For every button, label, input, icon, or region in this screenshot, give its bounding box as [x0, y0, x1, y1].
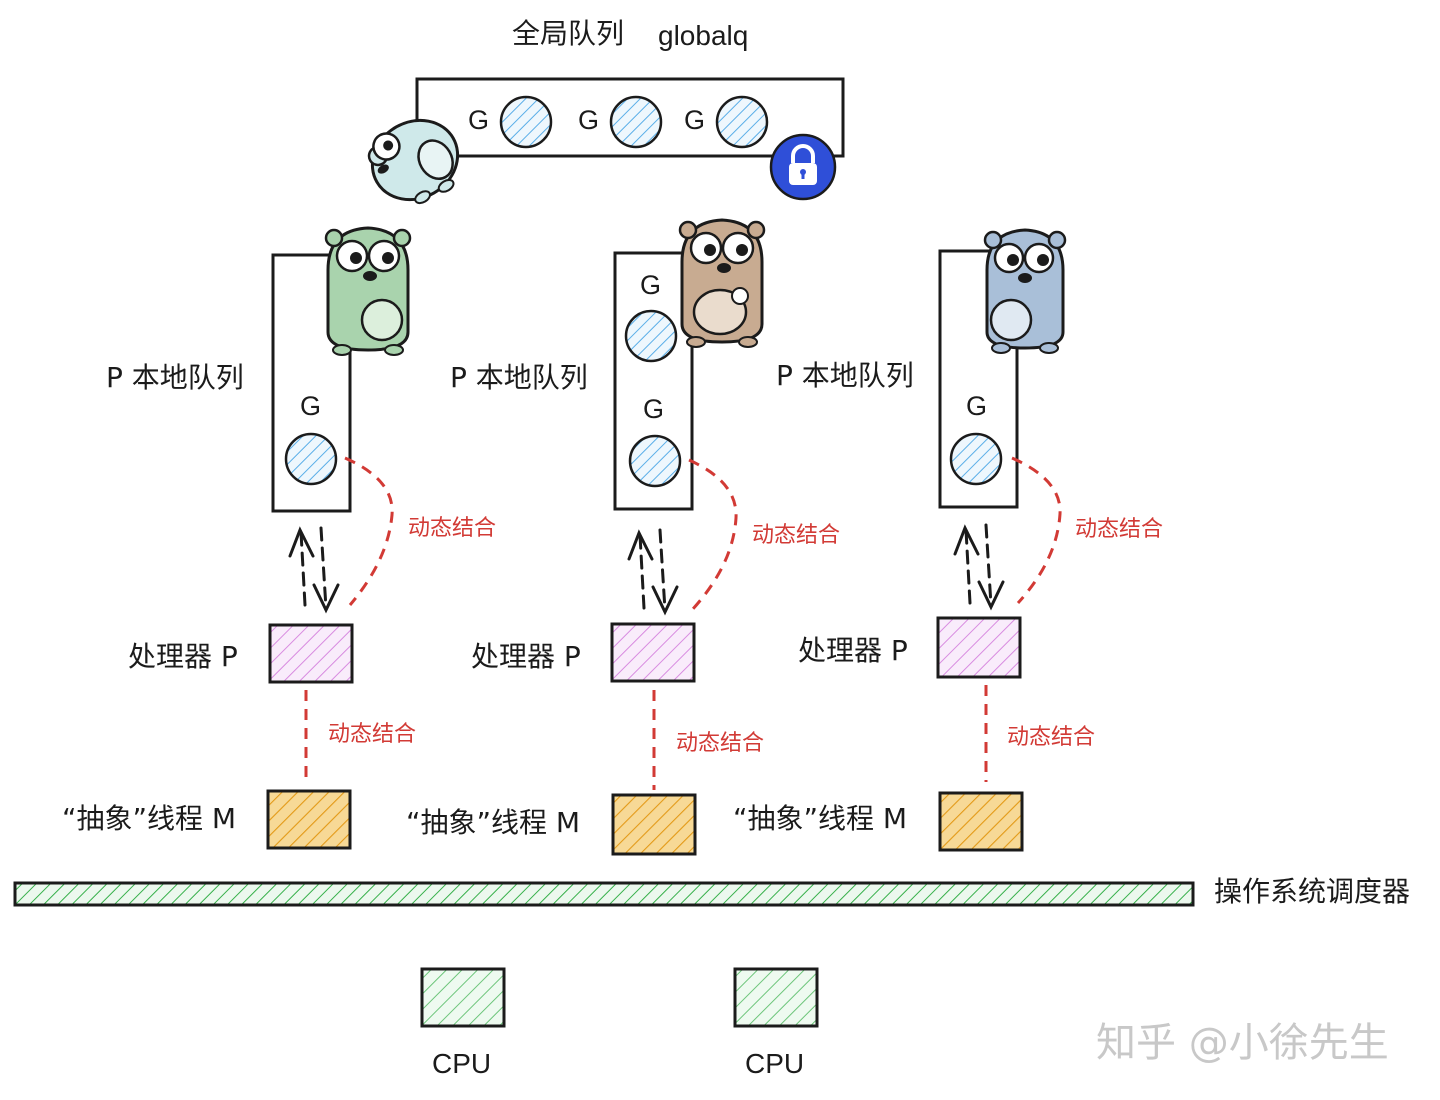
gopher-icon	[367, 118, 460, 205]
bidirectional-arrow	[288, 526, 340, 614]
global-queue-title: 全局队列	[512, 17, 625, 50]
scheduler-label: 操作系统调度器	[1214, 875, 1411, 908]
processor-box	[936, 616, 1022, 679]
g-label: G	[643, 394, 665, 424]
g-label: G	[468, 105, 490, 135]
scheduler-bar	[13, 881, 1195, 907]
processor-label: 处理器 P	[798, 634, 908, 667]
thread-box	[611, 793, 697, 856]
thread-label: “抽象”线程 M	[62, 802, 237, 835]
bidirectional-arrow	[627, 528, 679, 616]
g-label: G	[640, 270, 662, 300]
processor-box	[268, 623, 354, 684]
global-g-circle	[499, 95, 553, 149]
cpu-label: CPU	[745, 1048, 805, 1079]
global-queue-name: globalq	[658, 20, 749, 51]
g-label: G	[578, 105, 600, 135]
dynamic-link-label: 动态结合	[1075, 517, 1164, 542]
dynamic-link-label: 动态结合	[408, 516, 497, 541]
local-queue-label: P 本地队列	[776, 359, 914, 392]
dynamic-link-label: 动态结合	[328, 722, 417, 747]
processor-box	[610, 622, 696, 683]
gopher-icon	[324, 226, 412, 356]
local-queue-label: P 本地队列	[450, 361, 588, 394]
thread-box	[938, 791, 1024, 852]
local-g-circle	[624, 309, 678, 363]
bidirectional-arrow	[953, 523, 1005, 611]
processor-label: 处理器 P	[128, 640, 238, 673]
watermark: 知乎 @小徐先生	[1096, 1020, 1389, 1066]
gopher-icon	[983, 228, 1067, 354]
local-queue-label: P 本地队列	[106, 361, 244, 394]
cpu-label: CPU	[432, 1048, 492, 1079]
thread-box	[266, 789, 352, 850]
dynamic-link-label: 动态结合	[676, 731, 765, 756]
thread-label: “抽象”线程 M	[406, 806, 581, 839]
thread-label: “抽象”线程 M	[733, 802, 908, 835]
dynamic-link-line	[688, 458, 738, 612]
g-label: G	[300, 391, 322, 421]
cpu-box	[420, 967, 506, 1028]
local-g-circle	[628, 434, 682, 488]
dynamic-link-label: 动态结合	[1007, 725, 1096, 750]
processor-label: 处理器 P	[471, 640, 581, 673]
local-g-circle	[949, 432, 1003, 486]
dynamic-link-line	[344, 456, 394, 606]
dynamic-link-line	[1011, 456, 1062, 605]
dynamic-link-label: 动态结合	[752, 523, 841, 548]
lock-icon	[769, 133, 837, 201]
global-g-circle	[609, 95, 663, 149]
global-g-circle	[715, 95, 769, 149]
g-label: G	[684, 105, 706, 135]
gopher-icon	[678, 218, 766, 348]
g-label: G	[966, 391, 988, 421]
local-g-circle	[284, 432, 338, 486]
cpu-box	[733, 967, 819, 1028]
